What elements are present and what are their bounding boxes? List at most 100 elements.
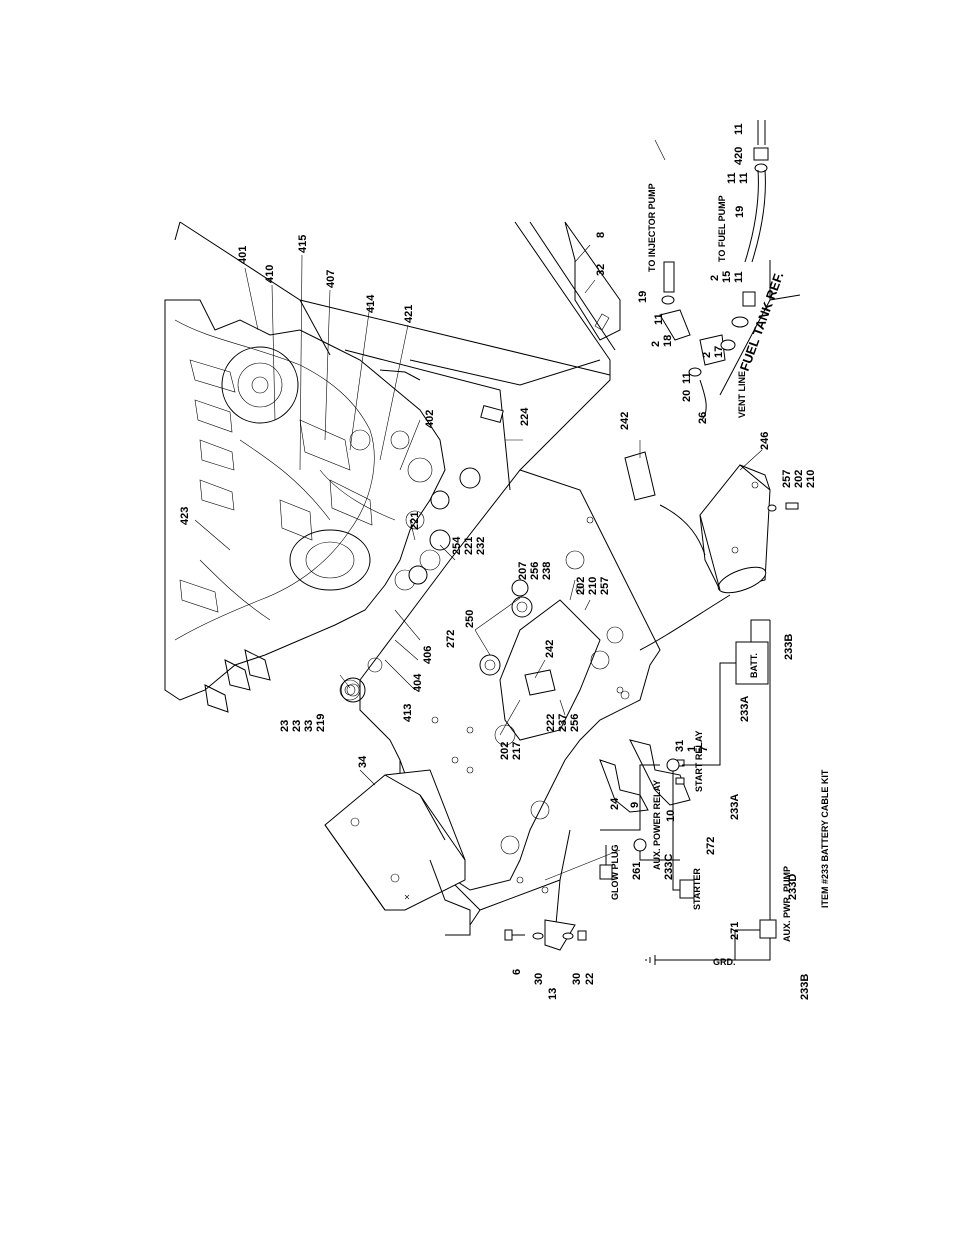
callout-233b-2: 233B — [799, 974, 811, 1000]
callout-233a-2: 233A — [729, 794, 741, 820]
callout-414: 414 — [365, 294, 377, 313]
callout-2a: 2 — [709, 275, 721, 281]
callout-261: 261 — [631, 862, 643, 880]
callout-13: 13 — [547, 988, 559, 1000]
start-relay-symbol — [666, 758, 680, 772]
fuel-fittings — [659, 120, 801, 421]
to-injector-pump-label: TO INJECTOR PUMP — [647, 183, 657, 272]
callout-257a: 257 — [599, 577, 611, 595]
callout-19a: 19 — [734, 206, 746, 218]
frame-panels — [174, 221, 661, 936]
callout-237: 237 — [557, 714, 569, 732]
callout-242b: 242 — [544, 640, 556, 658]
callout-233c: 233C — [663, 854, 675, 880]
callout-210b: 210 — [805, 470, 817, 488]
to-fuel-pump-label: TO FUEL PUMP — [717, 195, 727, 262]
callout-421: 421 — [403, 305, 415, 323]
grd-label: GRD. — [713, 957, 736, 967]
callout-2b: 2 — [650, 341, 662, 347]
engine-assembly — [164, 299, 446, 713]
callout-15: 15 — [721, 271, 733, 283]
callout-219: 219 — [315, 714, 327, 732]
leader-lines — [194, 139, 763, 881]
callout-256a: 256 — [569, 714, 581, 732]
callout-232: 232 — [475, 537, 487, 555]
callout-34: 34 — [357, 755, 369, 768]
cable-kit-schematic — [599, 619, 777, 965]
callout-250: 250 — [464, 610, 476, 628]
brackets — [599, 739, 691, 813]
callout-19b: 19 — [637, 291, 649, 303]
battery — [324, 769, 471, 936]
callout-222: 222 — [545, 714, 557, 732]
callout-11e: 11 — [653, 313, 665, 325]
batt-label: BATT. — [749, 653, 759, 678]
callout-26: 26 — [697, 412, 709, 424]
callout-31: 31 — [674, 740, 686, 752]
callout-407: 407 — [325, 270, 337, 288]
callout-22: 22 — [584, 973, 596, 985]
hold-down-hardware — [504, 919, 587, 951]
callout-30b: 30 — [571, 973, 583, 985]
callout-246: 246 — [759, 432, 771, 450]
callout-32: 32 — [595, 264, 607, 276]
callout-24: 24 — [609, 797, 621, 810]
callout-11a: 11 — [733, 123, 745, 135]
callout-23b: 23 — [291, 720, 303, 732]
callout-30a: 30 — [533, 973, 545, 985]
callout-6: 6 — [511, 969, 523, 975]
callout-271: 271 — [729, 922, 741, 940]
callout-221b: 221 — [463, 537, 475, 555]
batt-box — [735, 641, 769, 685]
callouts: 401 410 415 407 414 421 402 224 423 221 … — [179, 232, 817, 1000]
callout-221a: 221 — [409, 512, 421, 530]
callout-420: 420 — [733, 147, 745, 165]
callout-423: 423 — [179, 507, 191, 525]
callout-2c: 2 — [701, 352, 713, 358]
callout-413: 413 — [402, 704, 414, 722]
callout-272b: 272 — [705, 837, 717, 855]
callout-11c: 11 — [738, 172, 750, 184]
callout-402: 402 — [424, 410, 436, 428]
callout-238: 238 — [541, 562, 553, 580]
callout-20: 20 — [681, 390, 693, 402]
callout-233d: 233D — [787, 874, 799, 900]
callout-202c: 202 — [793, 470, 805, 488]
callout-17: 17 — [713, 346, 725, 358]
callout-33: 33 — [303, 720, 315, 732]
callout-23a: 23 — [279, 720, 291, 732]
callout-415: 415 — [297, 235, 309, 253]
callout-11f: 11 — [681, 372, 693, 384]
glow-plug-label: GLOW PLUG — [610, 845, 620, 901]
callout-11d: 11 — [733, 271, 745, 283]
callout-18: 18 — [662, 335, 674, 347]
callout-233a-1: 233A — [739, 696, 751, 722]
aux-pwr-pump-symbol — [759, 919, 777, 939]
callout-401: 401 — [237, 246, 249, 264]
callout-233b-1: 233B — [783, 634, 795, 660]
callout-254: 254 — [451, 536, 463, 555]
callout-9: 9 — [629, 802, 641, 808]
callout-207: 207 — [517, 562, 529, 580]
callout-202a: 202 — [575, 577, 587, 595]
vent-line-label: VENT LINE — [737, 371, 747, 418]
aux-pwr-pump-label: AUX. PWR. PUMP — [782, 866, 792, 942]
callout-217: 217 — [511, 742, 523, 760]
callout-257b: 257 — [781, 470, 793, 488]
fuel-filter — [639, 464, 799, 651]
start-relay-label: START RELAY — [694, 730, 704, 792]
callout-202b: 202 — [499, 742, 511, 760]
callout-410: 410 — [264, 265, 276, 283]
callout-406: 406 — [422, 646, 434, 664]
callout-272: 272 — [445, 630, 457, 648]
cable-kit-labels: ITEM #233 BATTERY CABLE KIT BATT. START … — [610, 634, 830, 1000]
aux-power-relay-label: AUX. POWER RELAY — [652, 780, 662, 870]
callout-256b: 256 — [529, 562, 541, 580]
relay-components — [408, 467, 630, 700]
callout-11b: 11 — [726, 172, 738, 184]
callout-8: 8 — [595, 232, 607, 238]
starter-label: STARTER — [692, 868, 702, 910]
aux-power-relay-symbol — [633, 838, 647, 852]
